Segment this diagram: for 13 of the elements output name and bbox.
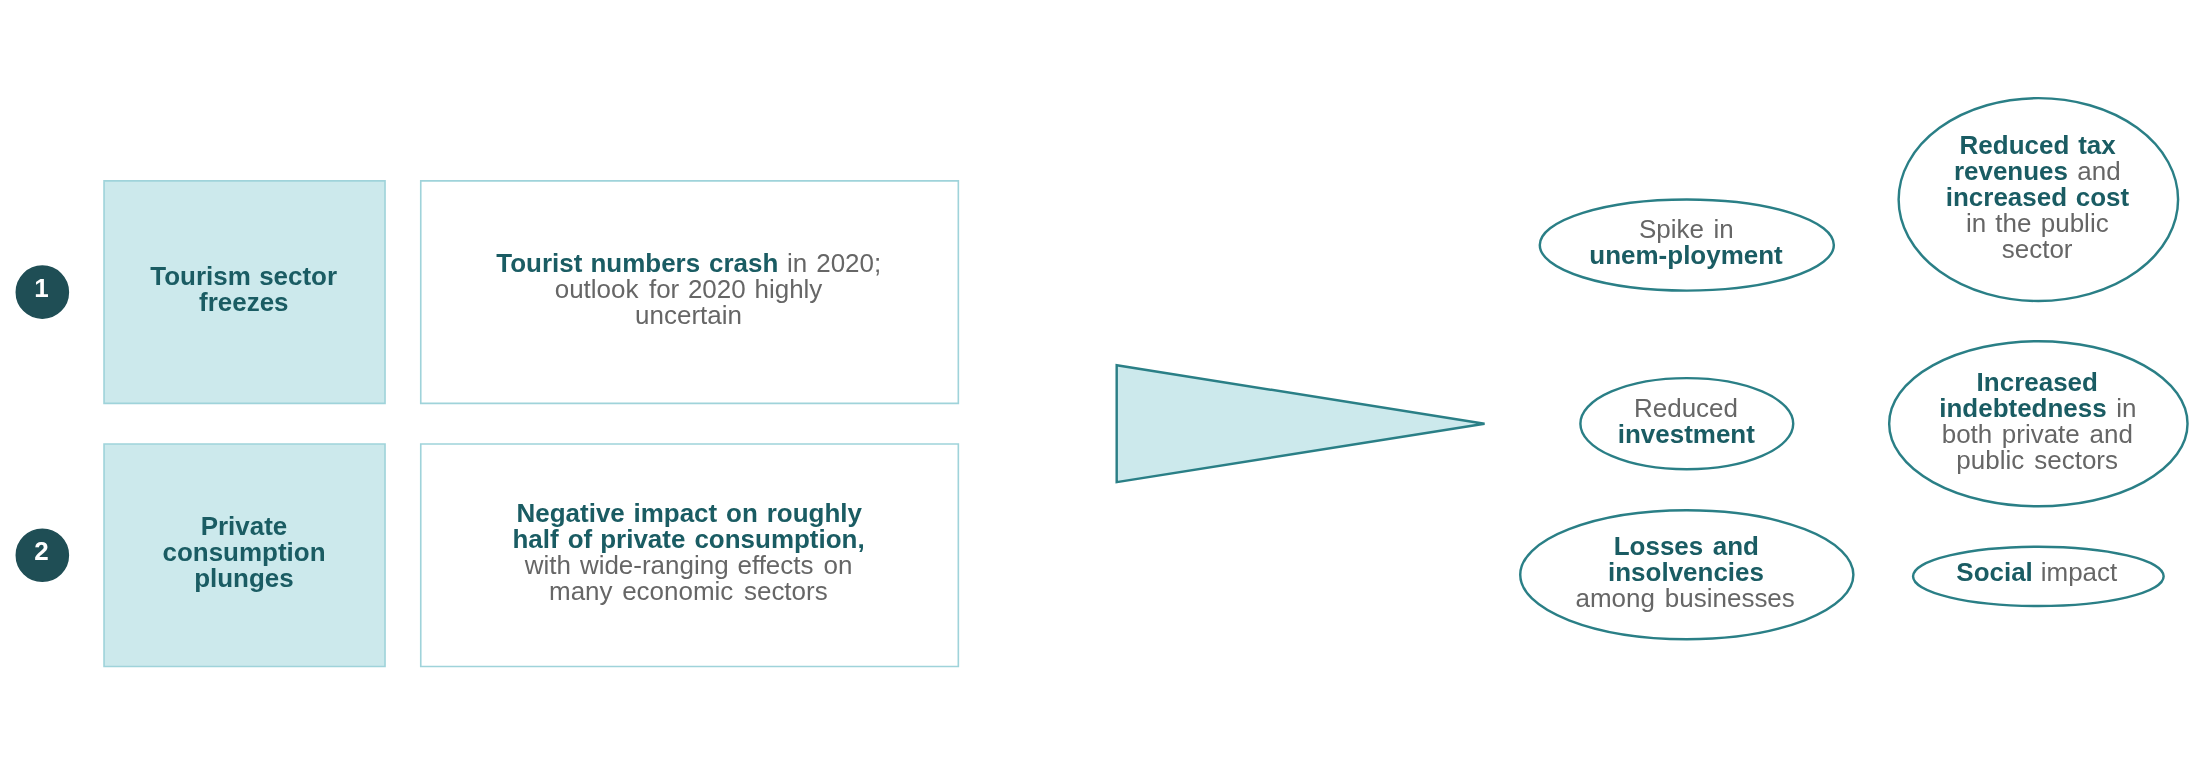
node-ellipse: Reduced investment (1579, 376, 1795, 471)
node-box: Negative impact on roughly half of private consumption, with wide-ranging effects on many economic sectors (419, 443, 960, 668)
node-ellipse: Increased indebtedness in both private and public sectors (1887, 339, 2189, 508)
node-circle: 1 (15, 265, 70, 319)
node-ellipse: Social impact (1911, 545, 2165, 608)
node-circle: 2 (15, 528, 70, 583)
node-box: Tourist numbers crash in 2020; outlook for 2020 highly uncertain (419, 180, 960, 405)
node-ellipse: Reduced tax revenues and increased cost in the public sector (1897, 96, 2180, 303)
node-triangle (1115, 363, 1486, 484)
node-ellipse: Losses and insolvencies among businesses (1519, 509, 1855, 641)
node-ellipse: Spike in unem-ployment (1538, 198, 1836, 292)
node-box: Private consumption plunges (103, 443, 386, 668)
node-box: Tourism sector freezes (103, 180, 386, 405)
